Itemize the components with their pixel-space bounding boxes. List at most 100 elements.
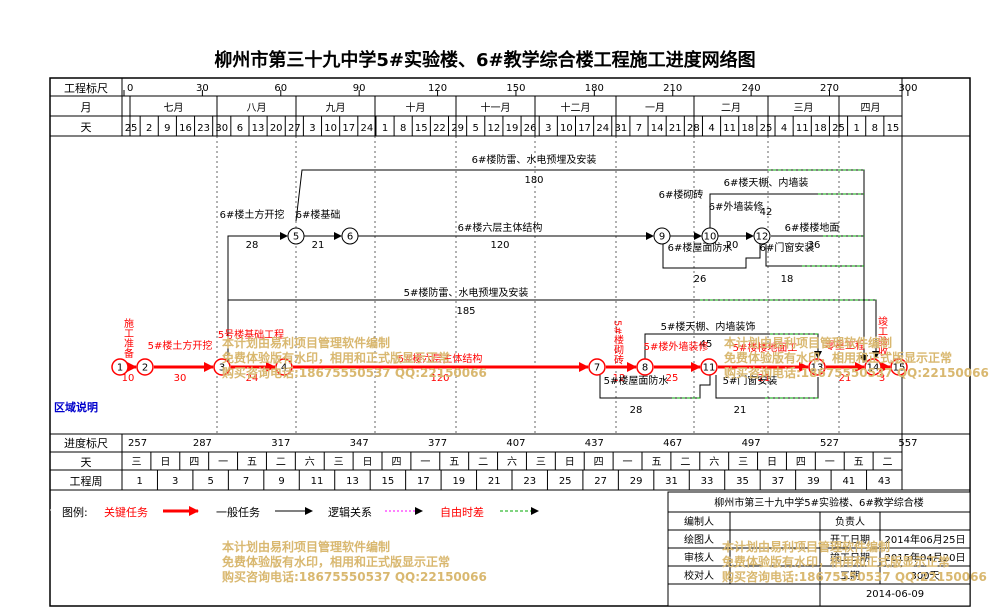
top-scale-tick: 150	[506, 83, 525, 94]
month-cell: 八月	[247, 102, 267, 114]
day-cell: 5	[473, 123, 479, 134]
dur-t5-brick: 12	[613, 373, 626, 384]
day-cell: 30	[215, 123, 228, 134]
dur-t5-acceptance: 3	[879, 373, 885, 384]
weekday-cell: 一	[623, 457, 633, 468]
day-cell: 10	[324, 123, 337, 134]
node-circle	[275, 358, 293, 376]
task-t6-earthwork: 6#楼土方开挖	[220, 208, 285, 221]
week-cell: 11	[311, 476, 324, 487]
weekday-cell: 日	[160, 457, 170, 468]
task-t6-brick: 6#楼砌砖	[659, 188, 704, 201]
dur-t6-outer: 20	[726, 240, 739, 251]
task-t5-roof: 5#楼屋面防水	[604, 374, 669, 387]
weekday-cell: 六	[305, 456, 315, 468]
task-t5-main: 5#楼六层主体结构	[398, 352, 483, 365]
dur-t5-roof: 28	[630, 405, 643, 416]
scale-label: 工程标尺	[64, 81, 108, 95]
day-cell: 9	[164, 123, 170, 134]
bottom-scale-tick: 497	[742, 438, 761, 449]
bottom-scale-tick: 257	[128, 438, 147, 449]
week-cell: 29	[630, 476, 643, 487]
week-cell: 23	[523, 476, 536, 487]
weekday-cell: 六	[507, 456, 517, 468]
info-start-label: 开工日期	[830, 534, 870, 546]
day-cell: 6	[237, 123, 243, 134]
week-cell: 39	[807, 476, 820, 487]
top-scale-tick: 30	[196, 83, 209, 94]
node-circle	[701, 227, 719, 245]
day-cell: 15	[887, 123, 900, 134]
day-cell: 11	[796, 123, 809, 134]
weekday-cell: 一	[825, 457, 835, 468]
node-number: 5	[293, 232, 299, 243]
bottom-scale-tick: 557	[898, 438, 917, 449]
dur-t5-window: 21	[734, 405, 747, 416]
day-cell: 31	[614, 123, 627, 134]
bottom-scale-tick: 287	[193, 438, 212, 449]
bottom-scale-tick: 467	[663, 438, 682, 449]
weekday-cell: 一	[218, 457, 228, 468]
weekday-cell: 三	[536, 457, 546, 468]
month-cell: 四月	[861, 102, 881, 114]
dur-t5-earthwork: 30	[174, 373, 187, 384]
info-date: 2014-06-09	[866, 589, 924, 600]
week-cell: 5	[207, 476, 213, 487]
day-cell: 24	[361, 123, 374, 134]
info-reviewer-label: 审核人	[684, 551, 714, 564]
week-cell: 31	[665, 476, 678, 487]
weekday-cell: 日	[363, 457, 373, 468]
day-cell: 3	[545, 123, 551, 134]
dur-t5-outer: 25	[666, 373, 679, 384]
dur-t6-ceiling: 42	[760, 207, 773, 218]
legend-normal: 一般任务	[216, 506, 260, 519]
weekday-cell: 四	[189, 457, 199, 468]
node-circle	[588, 358, 606, 376]
task-t5-waterproof: 5#楼防雷、水电预埋及安装	[404, 286, 529, 299]
bottom-scale-tick: 347	[350, 438, 369, 449]
top-scale-tick: 240	[742, 83, 761, 94]
info-checker-label: 校对人	[684, 569, 714, 582]
bottom-scale-tick: 407	[506, 438, 525, 449]
month-cell: 十一月	[481, 101, 511, 114]
node-circle	[136, 358, 154, 376]
day-cell: 8	[872, 123, 878, 134]
week-cell: 1	[137, 476, 143, 487]
day-cell: 25	[832, 123, 845, 134]
node-circle	[341, 227, 359, 245]
day-cell: 27	[288, 123, 301, 134]
bottom-scale-tick: 377	[428, 438, 447, 449]
task-t6-main: 6#楼六层主体结构	[458, 221, 543, 234]
node-number: 6	[347, 232, 353, 243]
top-scale-tick: 90	[353, 83, 366, 94]
dur-t6-main: 120	[490, 240, 509, 251]
dur-t5-ceiling: 45	[700, 339, 713, 350]
task-t5-cleanup: 零星工程	[825, 340, 865, 352]
node-number: 4	[281, 363, 287, 374]
task-t6-outer: 6#外墙装修	[709, 200, 764, 213]
weekday-cell: 一	[420, 457, 430, 468]
day-cell: 19	[506, 123, 519, 134]
dur-t5-waterproof: 185	[456, 306, 475, 317]
day-cell: 17	[342, 123, 355, 134]
header-labels: 工程标尺 月 天 进度标尺 天 工程周	[64, 81, 108, 488]
weekday-cell: 二	[680, 457, 690, 468]
day-cell: 8	[400, 123, 406, 134]
outer-frame	[49, 77, 971, 607]
top-scale-tick: 270	[820, 83, 839, 94]
weekday-cell: 三	[131, 457, 141, 468]
legend-label: 图例:	[62, 505, 88, 519]
weekday-label: 天	[81, 456, 92, 469]
info-owner-label: 负责人	[835, 515, 865, 528]
top-scale-tick: 60	[274, 83, 287, 94]
dur-t5-foundation: 24	[246, 373, 259, 384]
weekday-cell: 四	[796, 457, 806, 468]
bottom-scale-tick: 317	[271, 438, 290, 449]
day-cell: 11	[723, 123, 736, 134]
month-cell: 七月	[164, 102, 184, 114]
node-number: 1	[117, 363, 123, 374]
top-scale-tick: 180	[585, 83, 604, 94]
dur-t6-window: 18	[781, 274, 794, 285]
top-scale-tick: 210	[663, 83, 682, 94]
network-building-6: 6#楼防雷、水电预埋及安装 180 6#楼天棚、内墙装 42 6#楼土方开挖 2…	[220, 153, 868, 363]
